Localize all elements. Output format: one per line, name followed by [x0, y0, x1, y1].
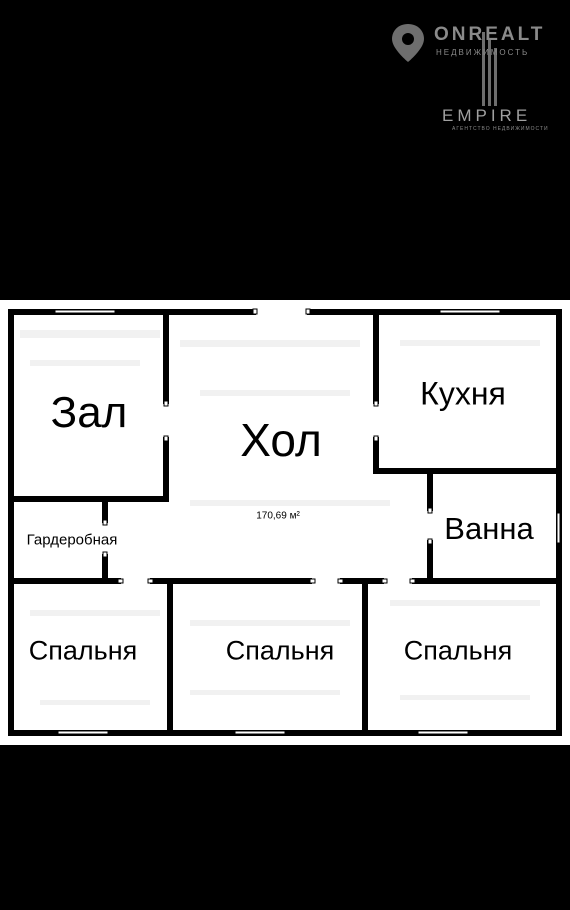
floor-plan: Зал Хол Кухня Ванна Гардеробная 170,69 м…	[0, 300, 570, 745]
door-markers	[102, 308, 433, 584]
empire-subtitle: АГЕНТСТВО НЕДВИЖИМОСТИ	[452, 126, 549, 132]
room-label-garderobnaya: Гардеробная	[26, 531, 118, 549]
logo-mark-icon	[392, 24, 497, 106]
onrealt-subtitle: НЕДВИЖИМОСТЬ	[436, 48, 530, 57]
room-label-spalnya-center: Спальня	[225, 635, 335, 666]
plan-texture	[20, 330, 540, 705]
room-label-kuhnya: Кухня	[420, 375, 506, 412]
floor-area: 170,69 м²	[256, 510, 300, 522]
windows	[54, 309, 561, 735]
empire-wordmark: EMPIRE	[442, 106, 532, 125]
agency-logo: ONREALT НЕДВИЖИМОСТЬ EMPIRE АГЕНТСТВО НЕ…	[388, 18, 558, 138]
room-label-spalnya-right: Спальня	[403, 635, 513, 666]
room-label-zal: Зал	[50, 388, 128, 437]
room-label-hol: Хол	[240, 414, 322, 466]
onrealt-wordmark: ONREALT	[434, 24, 546, 45]
room-label-vanna: Ванна	[444, 511, 534, 546]
floor-plan-walls	[8, 308, 562, 736]
room-label-spalnya-left: Спальня	[28, 635, 138, 666]
